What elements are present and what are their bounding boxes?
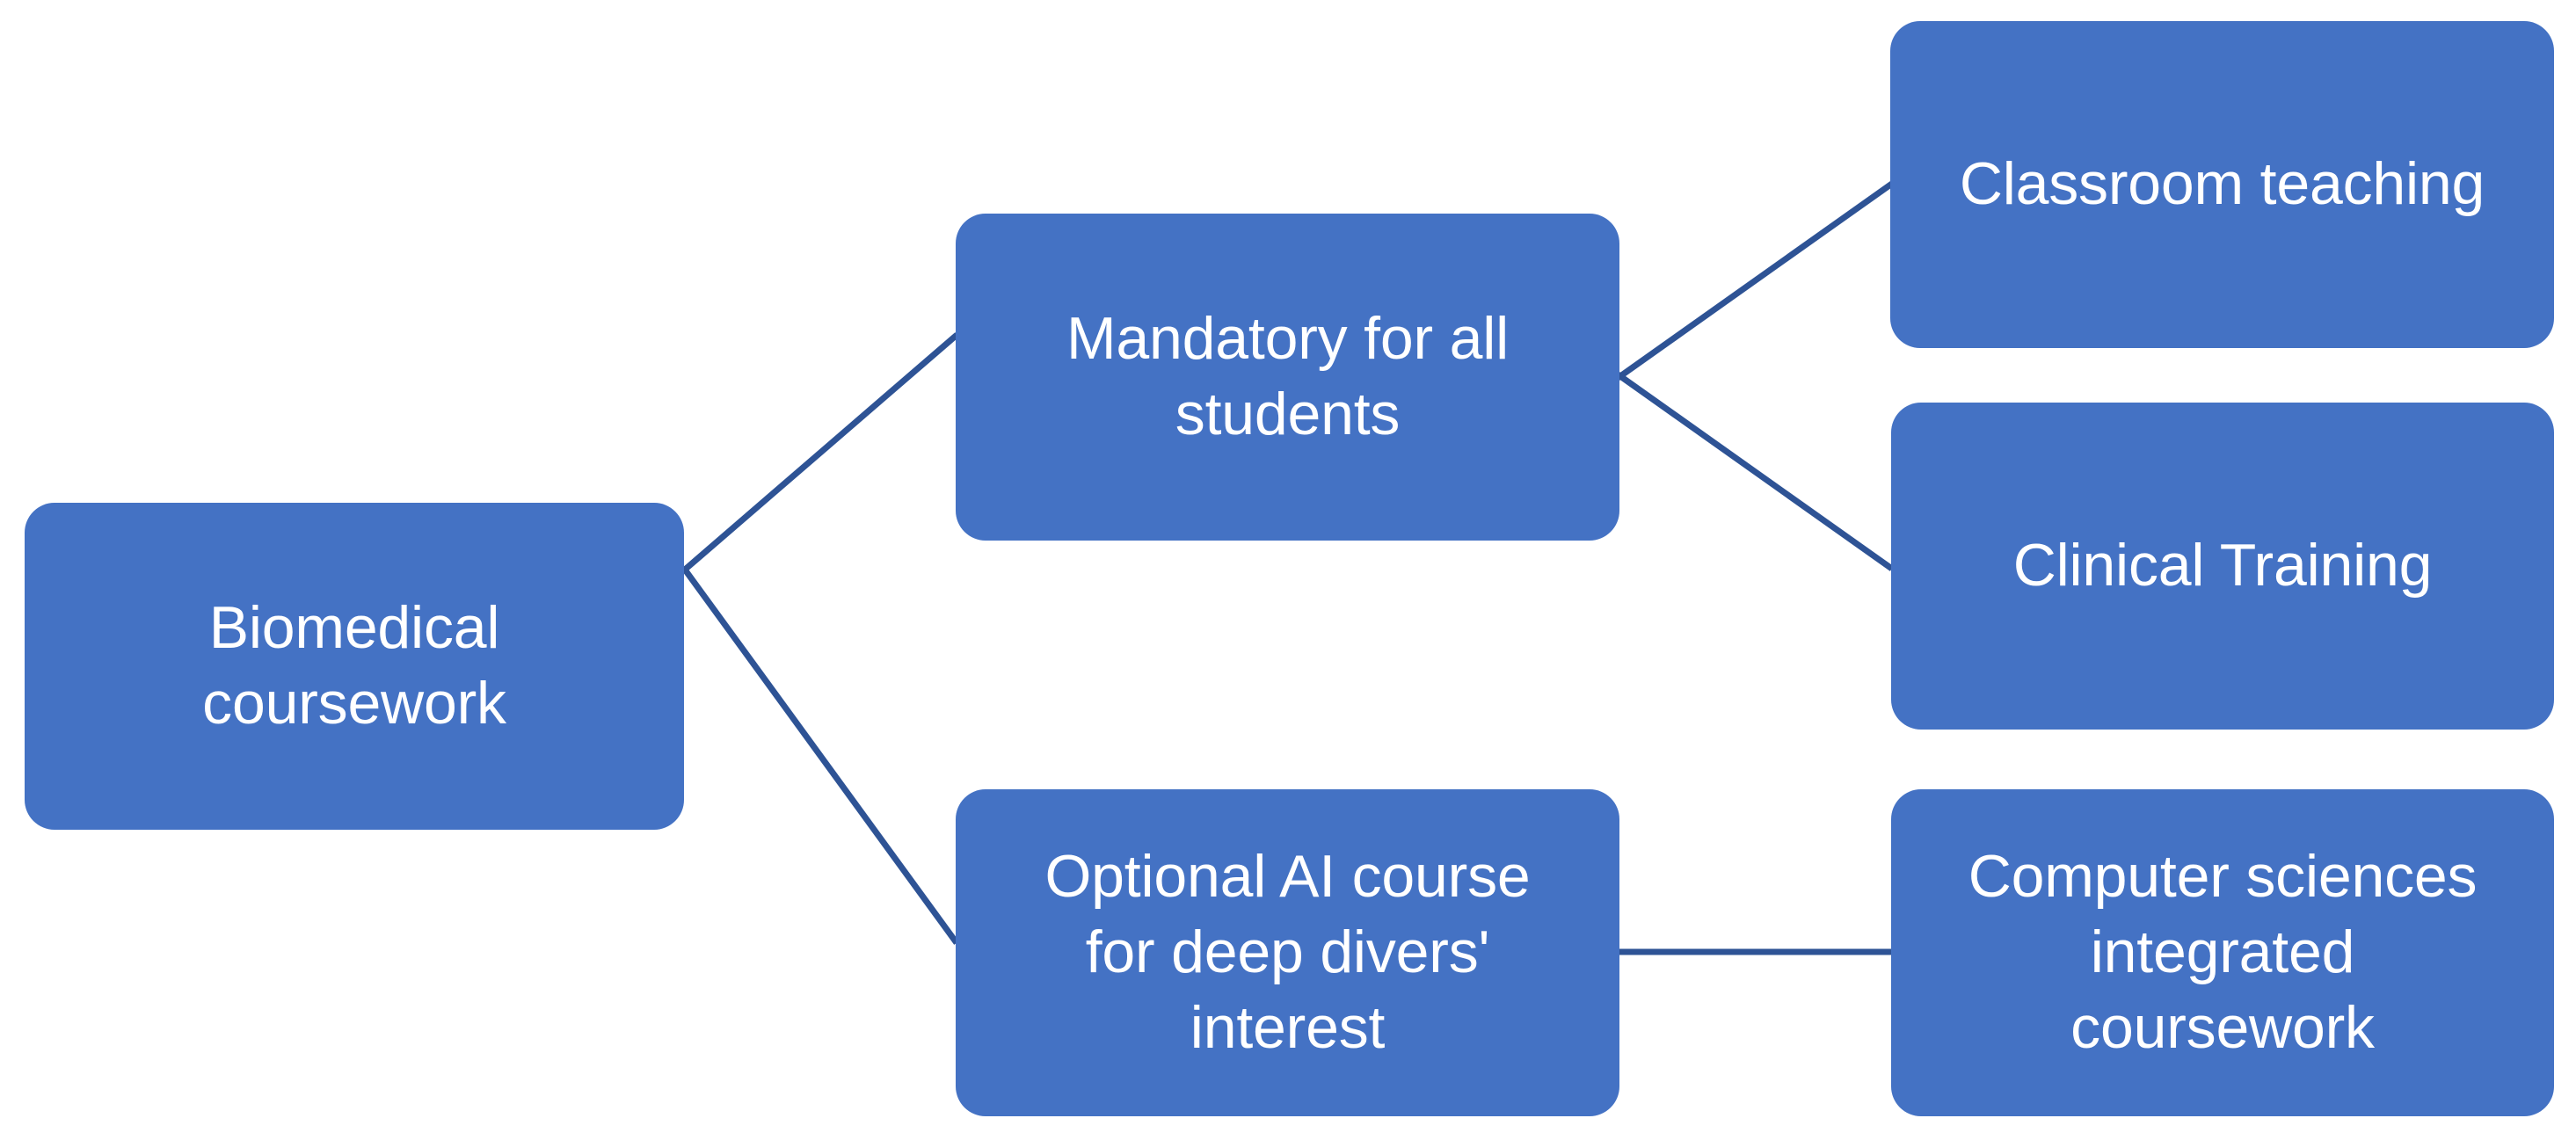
node-computer-sciences-integrated-coursework[interactable]: Computer sciences integrated coursework — [1891, 789, 2554, 1116]
edge-root-to-mandatory — [680, 332, 959, 574]
edge-mandatory-to-classroom — [1616, 181, 1894, 381]
node-clinical-training[interactable]: Clinical Training — [1891, 403, 2554, 730]
edge-mandatory-to-clinical — [1616, 372, 1894, 571]
node-optional-ai-course[interactable]: Optional AI course for deep divers' inte… — [956, 789, 1619, 1116]
edge-root-to-optional — [680, 565, 959, 945]
node-biomedical-coursework[interactable]: Biomedical coursework — [25, 503, 684, 830]
node-mandatory-for-all-students[interactable]: Mandatory for all students — [956, 214, 1619, 541]
node-classroom-teaching[interactable]: Classroom teaching — [1890, 21, 2554, 348]
